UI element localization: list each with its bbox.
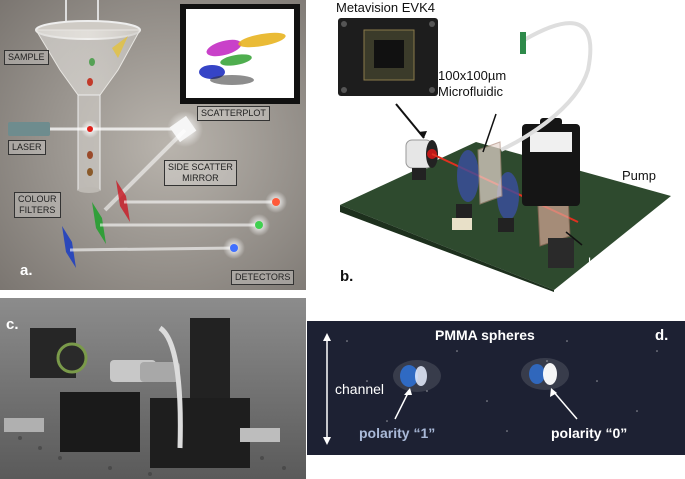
polarity-1-label: polarity “1” — [359, 425, 436, 441]
stage-left — [60, 392, 140, 452]
tubing — [500, 21, 593, 152]
objective-mount — [56, 342, 88, 374]
camera-label: Metavision EVK4 — [336, 0, 435, 15]
detector-green — [255, 221, 263, 229]
objective-1 — [457, 150, 479, 202]
panel-d-letter: d. — [655, 327, 669, 344]
microfluidic-chip — [477, 141, 503, 205]
panel-c: c. — [0, 298, 306, 479]
panel-c-photo — [0, 298, 306, 479]
channel-label: channel — [335, 381, 385, 397]
panel-a-illustration — [0, 0, 306, 290]
sphere-polarity-1 — [393, 360, 441, 392]
panel-c-letter: c. — [6, 316, 19, 333]
sphere-polarity-0 — [521, 358, 569, 390]
scatterplot-label: SCATTERPLOT — [197, 106, 270, 121]
noise-speckles — [346, 340, 658, 432]
laser-source — [8, 122, 50, 136]
microfluidic-label: 100x100µm Microfluidic — [438, 68, 507, 99]
detectors-label: DETECTORS — [231, 270, 295, 285]
led-label: LED (632nm) — [588, 255, 660, 269]
polarity-0-label: polarity “0” — [551, 425, 628, 441]
laser-label: LASER — [8, 140, 46, 155]
detector-blue — [230, 244, 238, 252]
panel-a-letter: a. — [20, 262, 33, 279]
pump-label: Pump — [622, 168, 656, 183]
blue-filter — [62, 226, 76, 268]
scatterplot-points — [199, 32, 286, 85]
side-scatter-mirror-label: SIDE SCATTER MIRROR — [164, 160, 237, 186]
sample-label: SAMPLE — [4, 50, 49, 65]
panel-d: PMMA spheres d. channel polarity “1” pol… — [307, 321, 685, 455]
side-scatter-mirror — [169, 115, 197, 143]
green-filter — [92, 202, 106, 244]
objectives-label: Objectives NA 0.65 X40 — [386, 255, 454, 284]
colour-filters-label: COLOUR FILTERS — [14, 192, 61, 218]
stage-right — [150, 398, 250, 468]
panel-b: Metavision EVK4 100x100µm Microfluidic P… — [326, 0, 685, 292]
pmma-title: PMMA spheres — [435, 327, 535, 343]
panel-b-letter: b. — [340, 268, 354, 285]
detector-red — [272, 198, 280, 206]
red-filter — [116, 180, 130, 222]
panel-b-illustration — [338, 18, 671, 292]
objective-2 — [497, 172, 519, 220]
panel-d-image — [323, 333, 658, 445]
panel-a: SAMPLE SCATTERPLOT LASER SIDE SCATTER MI… — [0, 0, 306, 290]
